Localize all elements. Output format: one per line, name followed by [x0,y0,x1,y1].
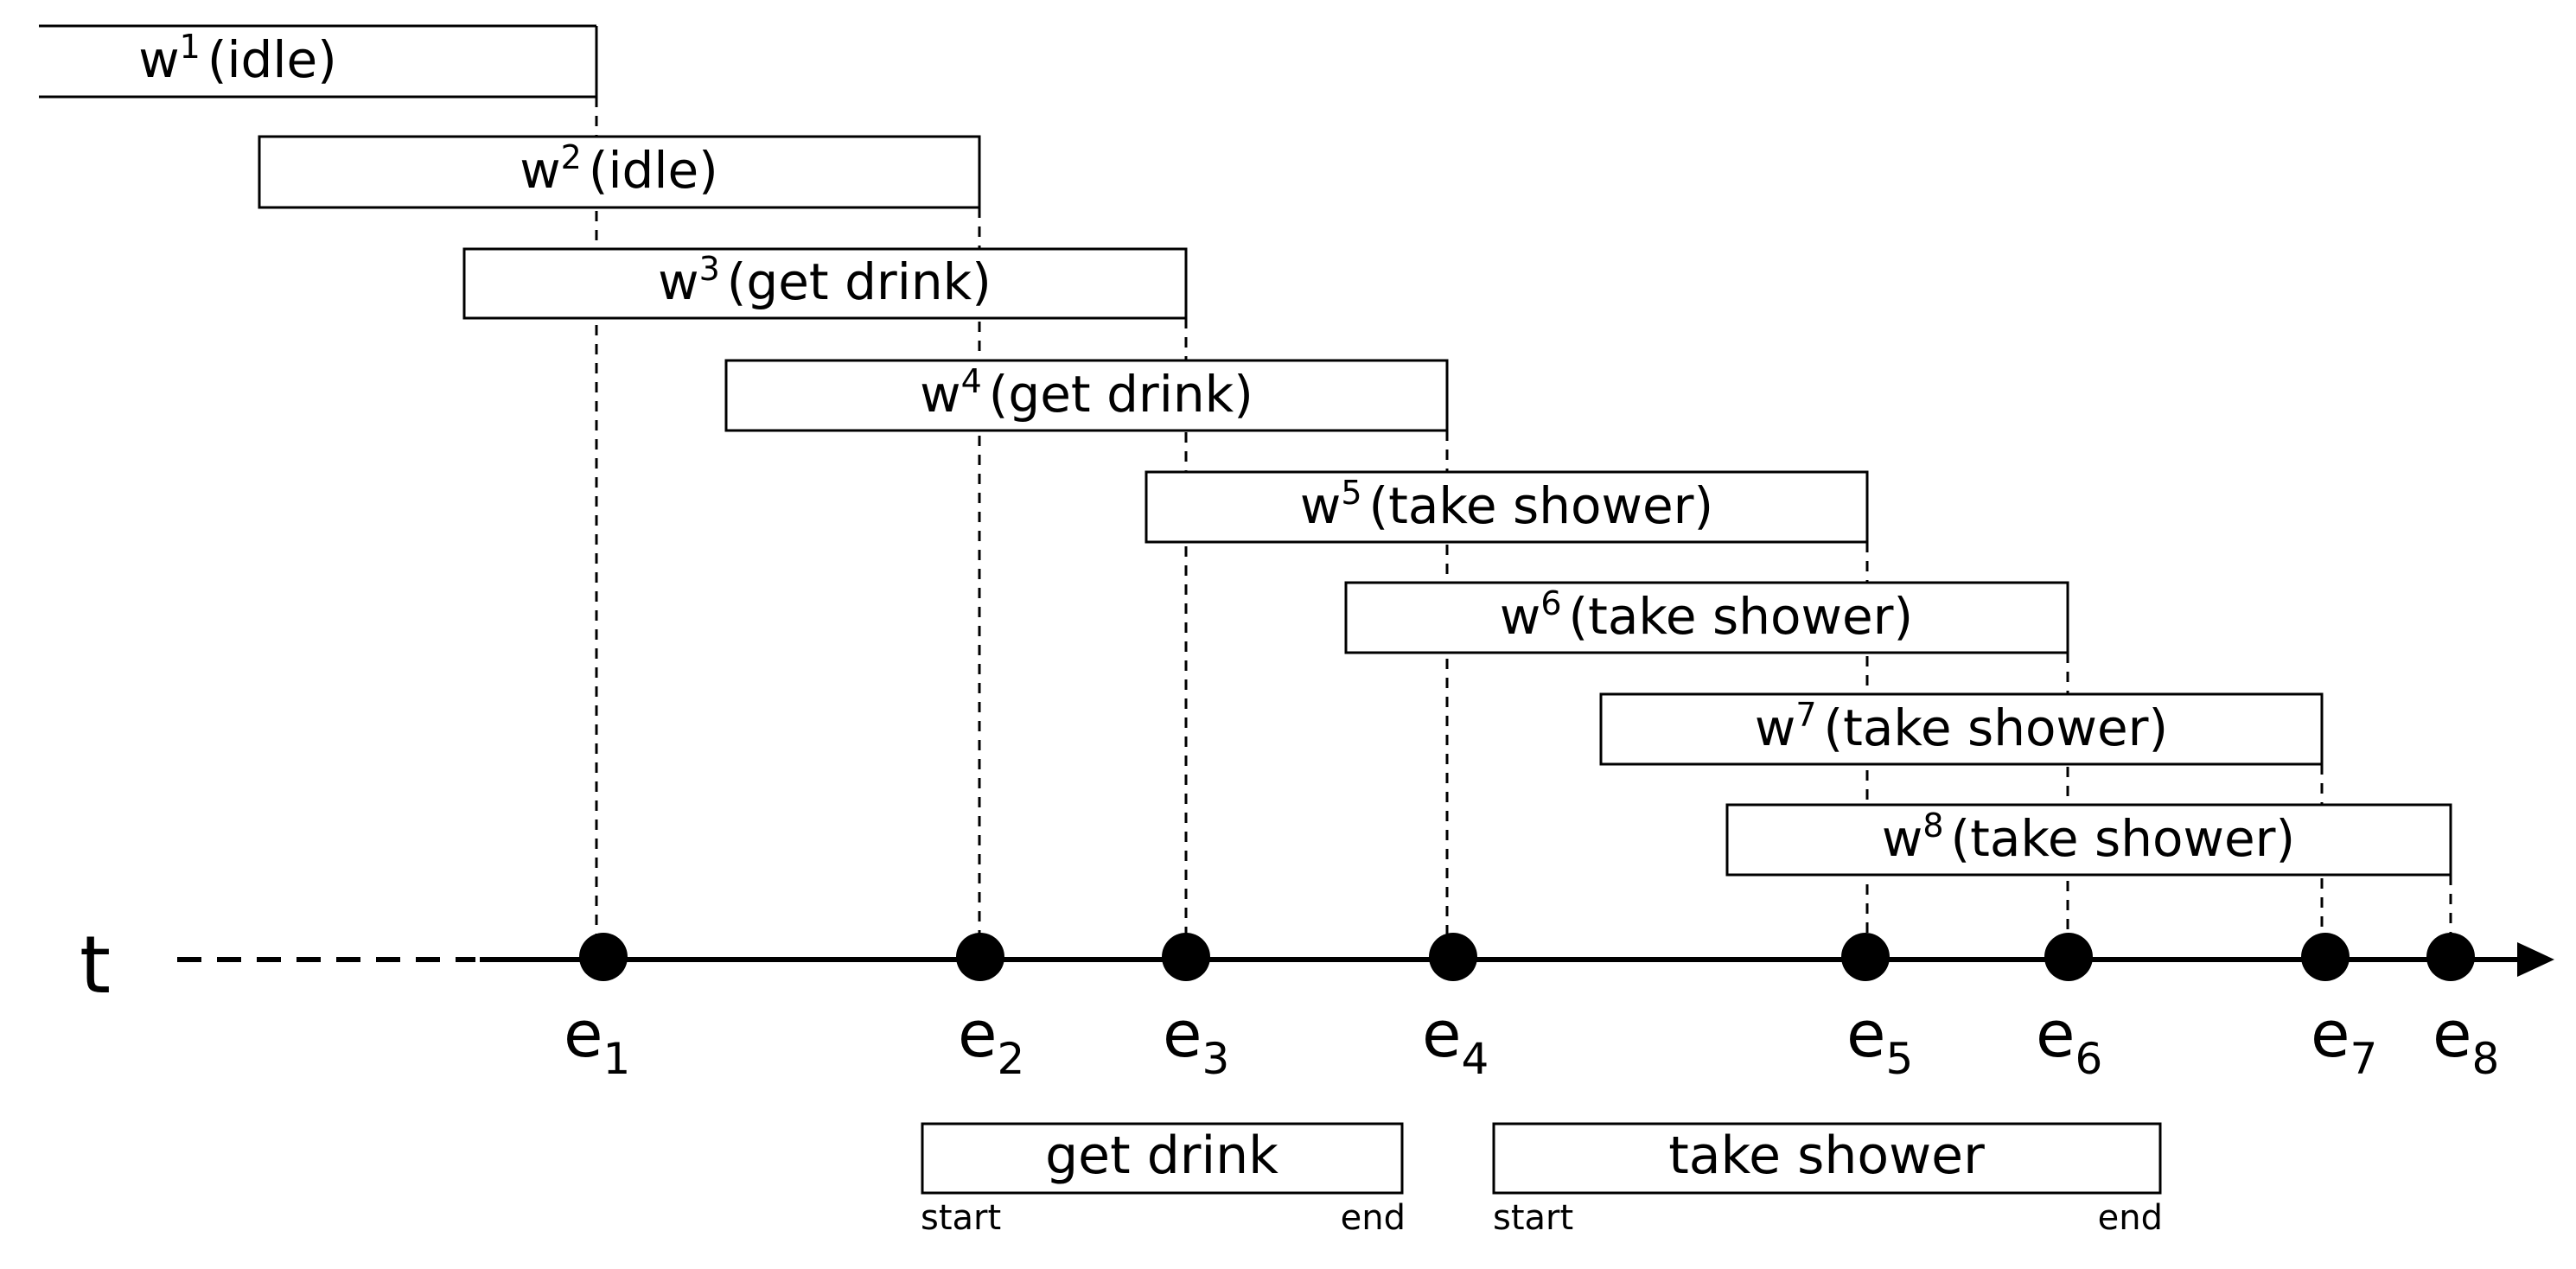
window-7-label: w7(take shower) [1755,696,2168,757]
activity-take-shower-end: end [2098,1198,2163,1238]
activity-take-shower-label: take shower [1668,1126,1985,1186]
window-6-label: w6(take shower) [1500,584,1913,646]
window-7: w7(take shower) [1599,692,2324,766]
window-1: w1(idle) [39,24,598,99]
event-label-e4: e4 [1422,998,1489,1084]
event-dot-e1 [579,933,628,981]
time-axis-label: t [80,919,111,1011]
window-6: w6(take shower) [1344,581,2069,654]
event-label-e1: e1 [564,998,630,1084]
event-dots [579,933,2475,981]
window-1-label: w1(idle) [138,28,337,89]
window-5-label: w5(take shower) [1300,474,1713,535]
event-dot-e2 [956,933,1004,981]
time-axis-arrowhead [2517,942,2554,977]
window-5: w5(take shower) [1145,470,1869,544]
event-label-e3: e3 [1163,998,1229,1084]
event-dot-e8 [2426,933,2475,981]
event-dot-e7 [2301,933,2350,981]
event-dot-e5 [1841,933,1890,981]
activity-get-drink: get drink start end [921,1122,1406,1238]
activity-take-shower-start: start [1493,1198,1573,1238]
activity-get-drink-label: get drink [1045,1126,1278,1186]
window-2-label: w2(idle) [520,138,718,200]
window-3-label: w3(get drink) [658,250,992,311]
window-2: w2(idle) [258,135,981,209]
window-3: w3(get drink) [462,247,1188,320]
event-label-e5: e5 [1846,998,1913,1084]
event-label-e2: e2 [958,998,1024,1084]
activity-take-shower: take shower start end [1492,1122,2163,1238]
event-label-e8: e8 [2433,998,2499,1084]
event-label-e7: e7 [2311,998,2377,1084]
window-8-label: w8(take shower) [1882,807,2295,868]
event-dot-e4 [1429,933,1477,981]
window-4: w4(get drink) [724,359,1449,432]
activity-get-drink-start: start [921,1198,1001,1238]
event-labels: e1 e2 e3 e4 e5 e6 e7 e8 [564,998,2499,1084]
time-axis: t [80,919,2554,1011]
window-4-label: w4(get drink) [920,362,1253,424]
event-dot-e6 [2044,933,2093,981]
window-8: w8(take shower) [1725,803,2452,877]
event-dot-e3 [1162,933,1210,981]
activity-get-drink-end: end [1341,1198,1406,1238]
event-label-e6: e6 [2036,998,2102,1084]
